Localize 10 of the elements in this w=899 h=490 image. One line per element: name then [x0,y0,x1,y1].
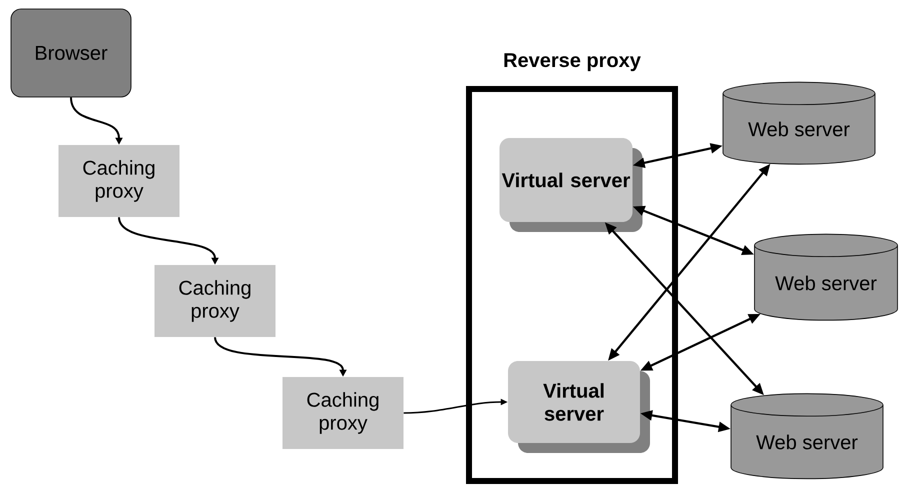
virtual-server-box: Virtual server [500,138,642,232]
virtual-server-box: Virtual server [508,361,650,453]
caching-proxy-box: Caching proxy [154,265,276,337]
caching-proxy-box: Caching proxy [282,377,404,449]
node-label: Reverse proxy [504,53,641,72]
web-server-cylinder: Web server [730,393,884,480]
browser-box: Browser [10,8,132,98]
web-server-cylinder: Web server [722,82,876,165]
caching-proxy-box: Caching proxy [58,145,180,217]
web-server-cylinder: Web server [754,234,898,321]
